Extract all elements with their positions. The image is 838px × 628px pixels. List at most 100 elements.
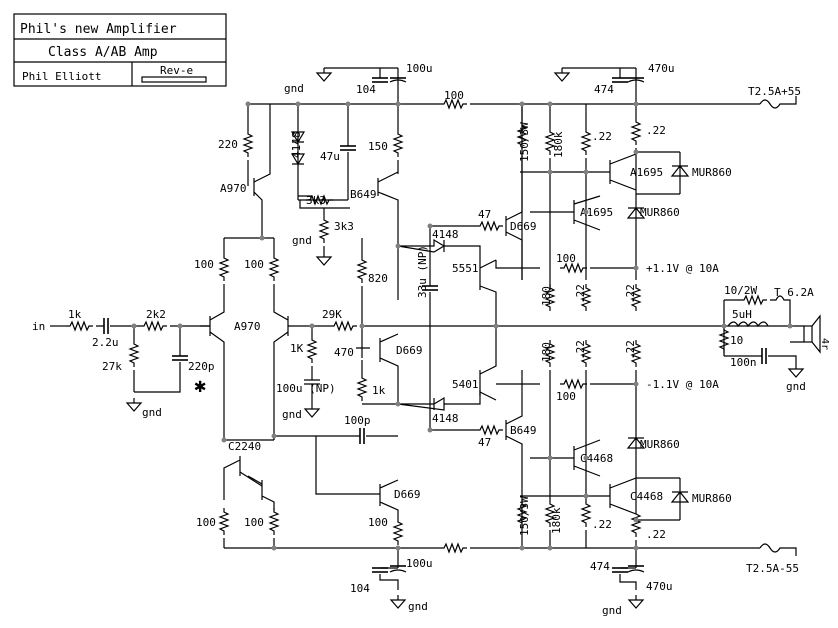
v-pos-label: +1.1V @ 10A: [646, 262, 719, 275]
c-top-out-bypass-label: 474: [594, 83, 614, 96]
r-3k3-a-label: 3k3: [306, 194, 326, 207]
title-block: Phil's new Amplifier Class A/AB Amp Phil…: [13, 13, 227, 87]
r-22-e-label: .22: [574, 340, 587, 360]
r-180-top-label: 180: [540, 286, 553, 306]
d-mur-d-label: MUR860: [692, 492, 732, 505]
d-mur-a-label: MUR860: [692, 166, 732, 179]
input-stage: A970 100 100 29K 1K 100u (NP) gnd: [194, 237, 700, 440]
gnd-label-5: gnd: [282, 408, 302, 421]
q-a1695-a-label: A1695: [630, 166, 663, 179]
c-100u-np-label: 100u (NP): [276, 382, 336, 395]
r-vas-emit-label: 100: [368, 516, 388, 529]
zobel-r-label: 10/2W: [724, 284, 757, 297]
r-47-bot-label: 47: [478, 436, 491, 449]
q-b649-drv-label: B649: [510, 424, 537, 437]
input-label: in: [32, 320, 45, 333]
r-180-bot-label: 180: [540, 342, 553, 362]
c-100p-label: 100p: [344, 414, 371, 427]
r-150-3w-bot-label: 150/3W: [518, 496, 531, 536]
junction-dots: [131, 101, 793, 551]
zobel-l-label: 5uH: [732, 308, 752, 321]
c-33u-np-label: 33u (NP): [416, 245, 429, 298]
r-1k-fb-label: 1K: [290, 342, 304, 355]
r-cm-right-label: 100: [244, 516, 264, 529]
d-mur-c-label: MUR860: [640, 438, 680, 451]
r-22-d-label: .22: [624, 284, 637, 304]
bias-network: 820 470 1k D669 33u (NP) 4148 4148: [334, 226, 481, 430]
positive-fuse-label: T2.5A+55: [748, 85, 801, 98]
c-bot-elec-label: 100u: [406, 557, 433, 570]
r-180k-bot-label: 180k: [550, 507, 563, 534]
r-180k-top-label: 180k: [552, 131, 565, 158]
negative-rail: T2.5A-55: [224, 543, 799, 575]
c-top-out-elec-label: 470u: [648, 62, 675, 75]
d-4148-mid-top-label: 4148: [432, 228, 459, 241]
r-top-220-label: 220: [218, 138, 238, 151]
input-section: in 1k 2.2u 2k2 27k gnd 220p ✱: [32, 308, 215, 419]
q-a970-ltp-label: A970: [234, 320, 261, 333]
v-neg-label: -1.1V @ 10A: [646, 378, 719, 391]
zobel-c-label: 100n: [730, 356, 757, 369]
r-feedback-label: 29K: [322, 308, 342, 321]
bottom-supply-caps: 100u 104 gnd 474 470u gnd: [350, 548, 673, 617]
c-in-label: 2.2u: [92, 336, 119, 349]
negative-fuse-label: T2.5A-55: [746, 562, 799, 575]
gnd-label-1: gnd: [284, 82, 304, 95]
r-100-bias-bot-label: 100: [556, 390, 576, 403]
gnd-label-7: gnd: [786, 380, 806, 393]
speaker-label: 4r: [819, 338, 830, 350]
r-47-top-label: 47: [478, 208, 491, 221]
c-bot-bypass-label: 104: [350, 582, 370, 595]
driver-top: 47 D669 5551 100 +1.1V @ 10A 150/3W 180k…: [430, 104, 732, 326]
r-470-label: 470: [334, 346, 354, 359]
r-3k3-b-label: 3k3: [334, 220, 354, 233]
c-shunt-label: 220p: [188, 360, 215, 373]
r-820-label: 820: [368, 272, 388, 285]
q-c2240-label: C2240: [228, 440, 261, 453]
c-bot-out-elec-label: 470u: [646, 580, 673, 593]
output-network: 10/2W T 6.2A 5uH 10 100n gnd 4r: [700, 284, 830, 393]
input-marker: ✱: [194, 373, 206, 397]
gnd-label-2: gnd: [408, 600, 428, 613]
r-series-label: 2k2: [146, 308, 166, 321]
q-d669-vbe-label: D669: [396, 344, 423, 357]
r-22-a-label: .22: [592, 130, 612, 143]
r-1k-vbe-label: 1k: [372, 384, 386, 397]
r-ltp-right-label: 100: [244, 258, 264, 271]
d-4148-mid-bot-label: 4148: [432, 412, 459, 425]
gnd-label-3: gnd: [602, 604, 622, 617]
author-name: Phil Elliott: [22, 70, 101, 83]
q-b649-top-label: B649: [350, 188, 377, 201]
c-top-elec-label: 100u: [406, 62, 433, 75]
schematic-subtitle: Class A/AB Amp: [48, 45, 158, 60]
gnd-label-4: gnd: [142, 406, 162, 419]
q-a1695-b-label: A1695: [580, 206, 613, 219]
q-5401-label: 5401: [452, 378, 479, 391]
r-cm-left-label: 100: [196, 516, 216, 529]
c-top-bypass-label: 104: [356, 83, 376, 96]
vas-stage: C2240 100p D669 100 100 100: [196, 414, 421, 548]
r-ltp-left-label: 100: [194, 258, 214, 271]
q-a970-top-label: A970: [220, 182, 247, 195]
d-mur-b-label: MUR860: [640, 206, 680, 219]
q-c4468-b-label: C4468: [630, 490, 663, 503]
r-150-label: 150: [368, 140, 388, 153]
schematic-title: Phil's new Amplifier: [20, 22, 177, 37]
output-fuse-label: T 6.2A: [774, 286, 814, 299]
r-in-label: 1k: [68, 308, 82, 321]
q-d669-drv-label: D669: [510, 220, 537, 233]
q-5551-label: 5551: [452, 262, 479, 275]
q-d669-vas-label: D669: [394, 488, 421, 501]
c-47u-label: 47u: [320, 150, 340, 163]
d-4148-top-label: 4148: [290, 132, 303, 159]
positive-rail: T2.5A+55: [248, 85, 801, 109]
q-c4468-a-label: C4468: [580, 452, 613, 465]
zobel-r10-label: 10: [730, 334, 743, 347]
r-100-bias-top-label: 100: [556, 252, 576, 265]
c-bot-out-bypass-label: 474: [590, 560, 610, 573]
r-22-g-label: .22: [592, 518, 612, 531]
top-supply-caps: gnd 104 100u 100 474 470u: [284, 62, 675, 104]
r-150-3w-top-label: 150/3W: [518, 122, 531, 162]
r-22-c-label: .22: [574, 284, 587, 304]
